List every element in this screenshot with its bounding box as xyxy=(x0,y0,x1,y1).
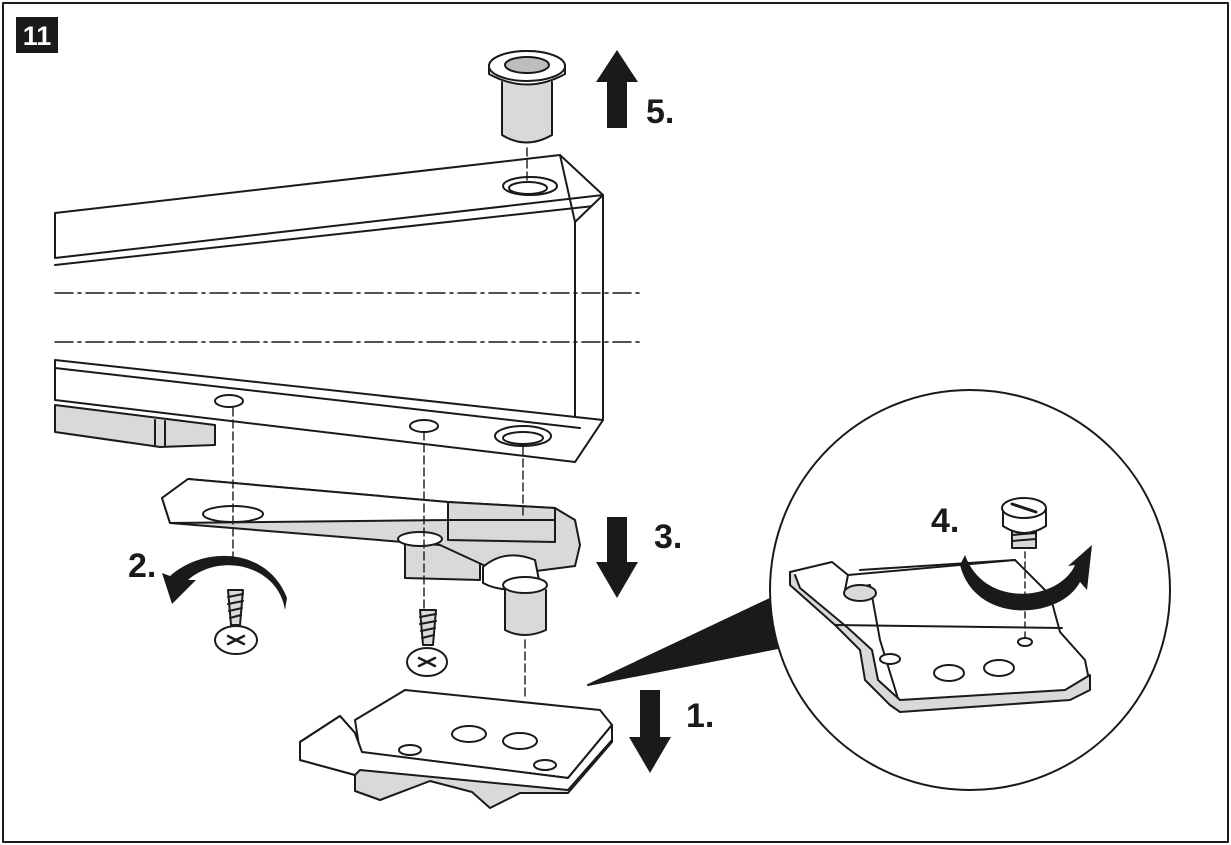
arrow-up-icon xyxy=(596,50,638,128)
arrow-down-icon xyxy=(629,690,671,773)
figure-number-badge: 11 xyxy=(16,17,58,53)
step-3-label: 3. xyxy=(654,518,682,556)
base-plate xyxy=(299,689,613,809)
rotate-clockwise-icon xyxy=(960,545,1092,611)
step-5-label: 5. xyxy=(646,93,674,131)
step-4-label: 4. xyxy=(931,502,959,540)
step-2-label: 2. xyxy=(128,547,156,585)
door-panel xyxy=(54,154,641,463)
detail-set-screw xyxy=(1001,497,1047,549)
step-1-label: 1. xyxy=(686,697,714,735)
figure-number: 11 xyxy=(23,21,52,51)
arrow-down-icon xyxy=(596,517,638,598)
screw-left xyxy=(214,589,258,655)
screw-middle xyxy=(406,609,448,677)
rotate-counterclockwise-icon xyxy=(162,555,287,610)
bushing xyxy=(488,50,566,144)
